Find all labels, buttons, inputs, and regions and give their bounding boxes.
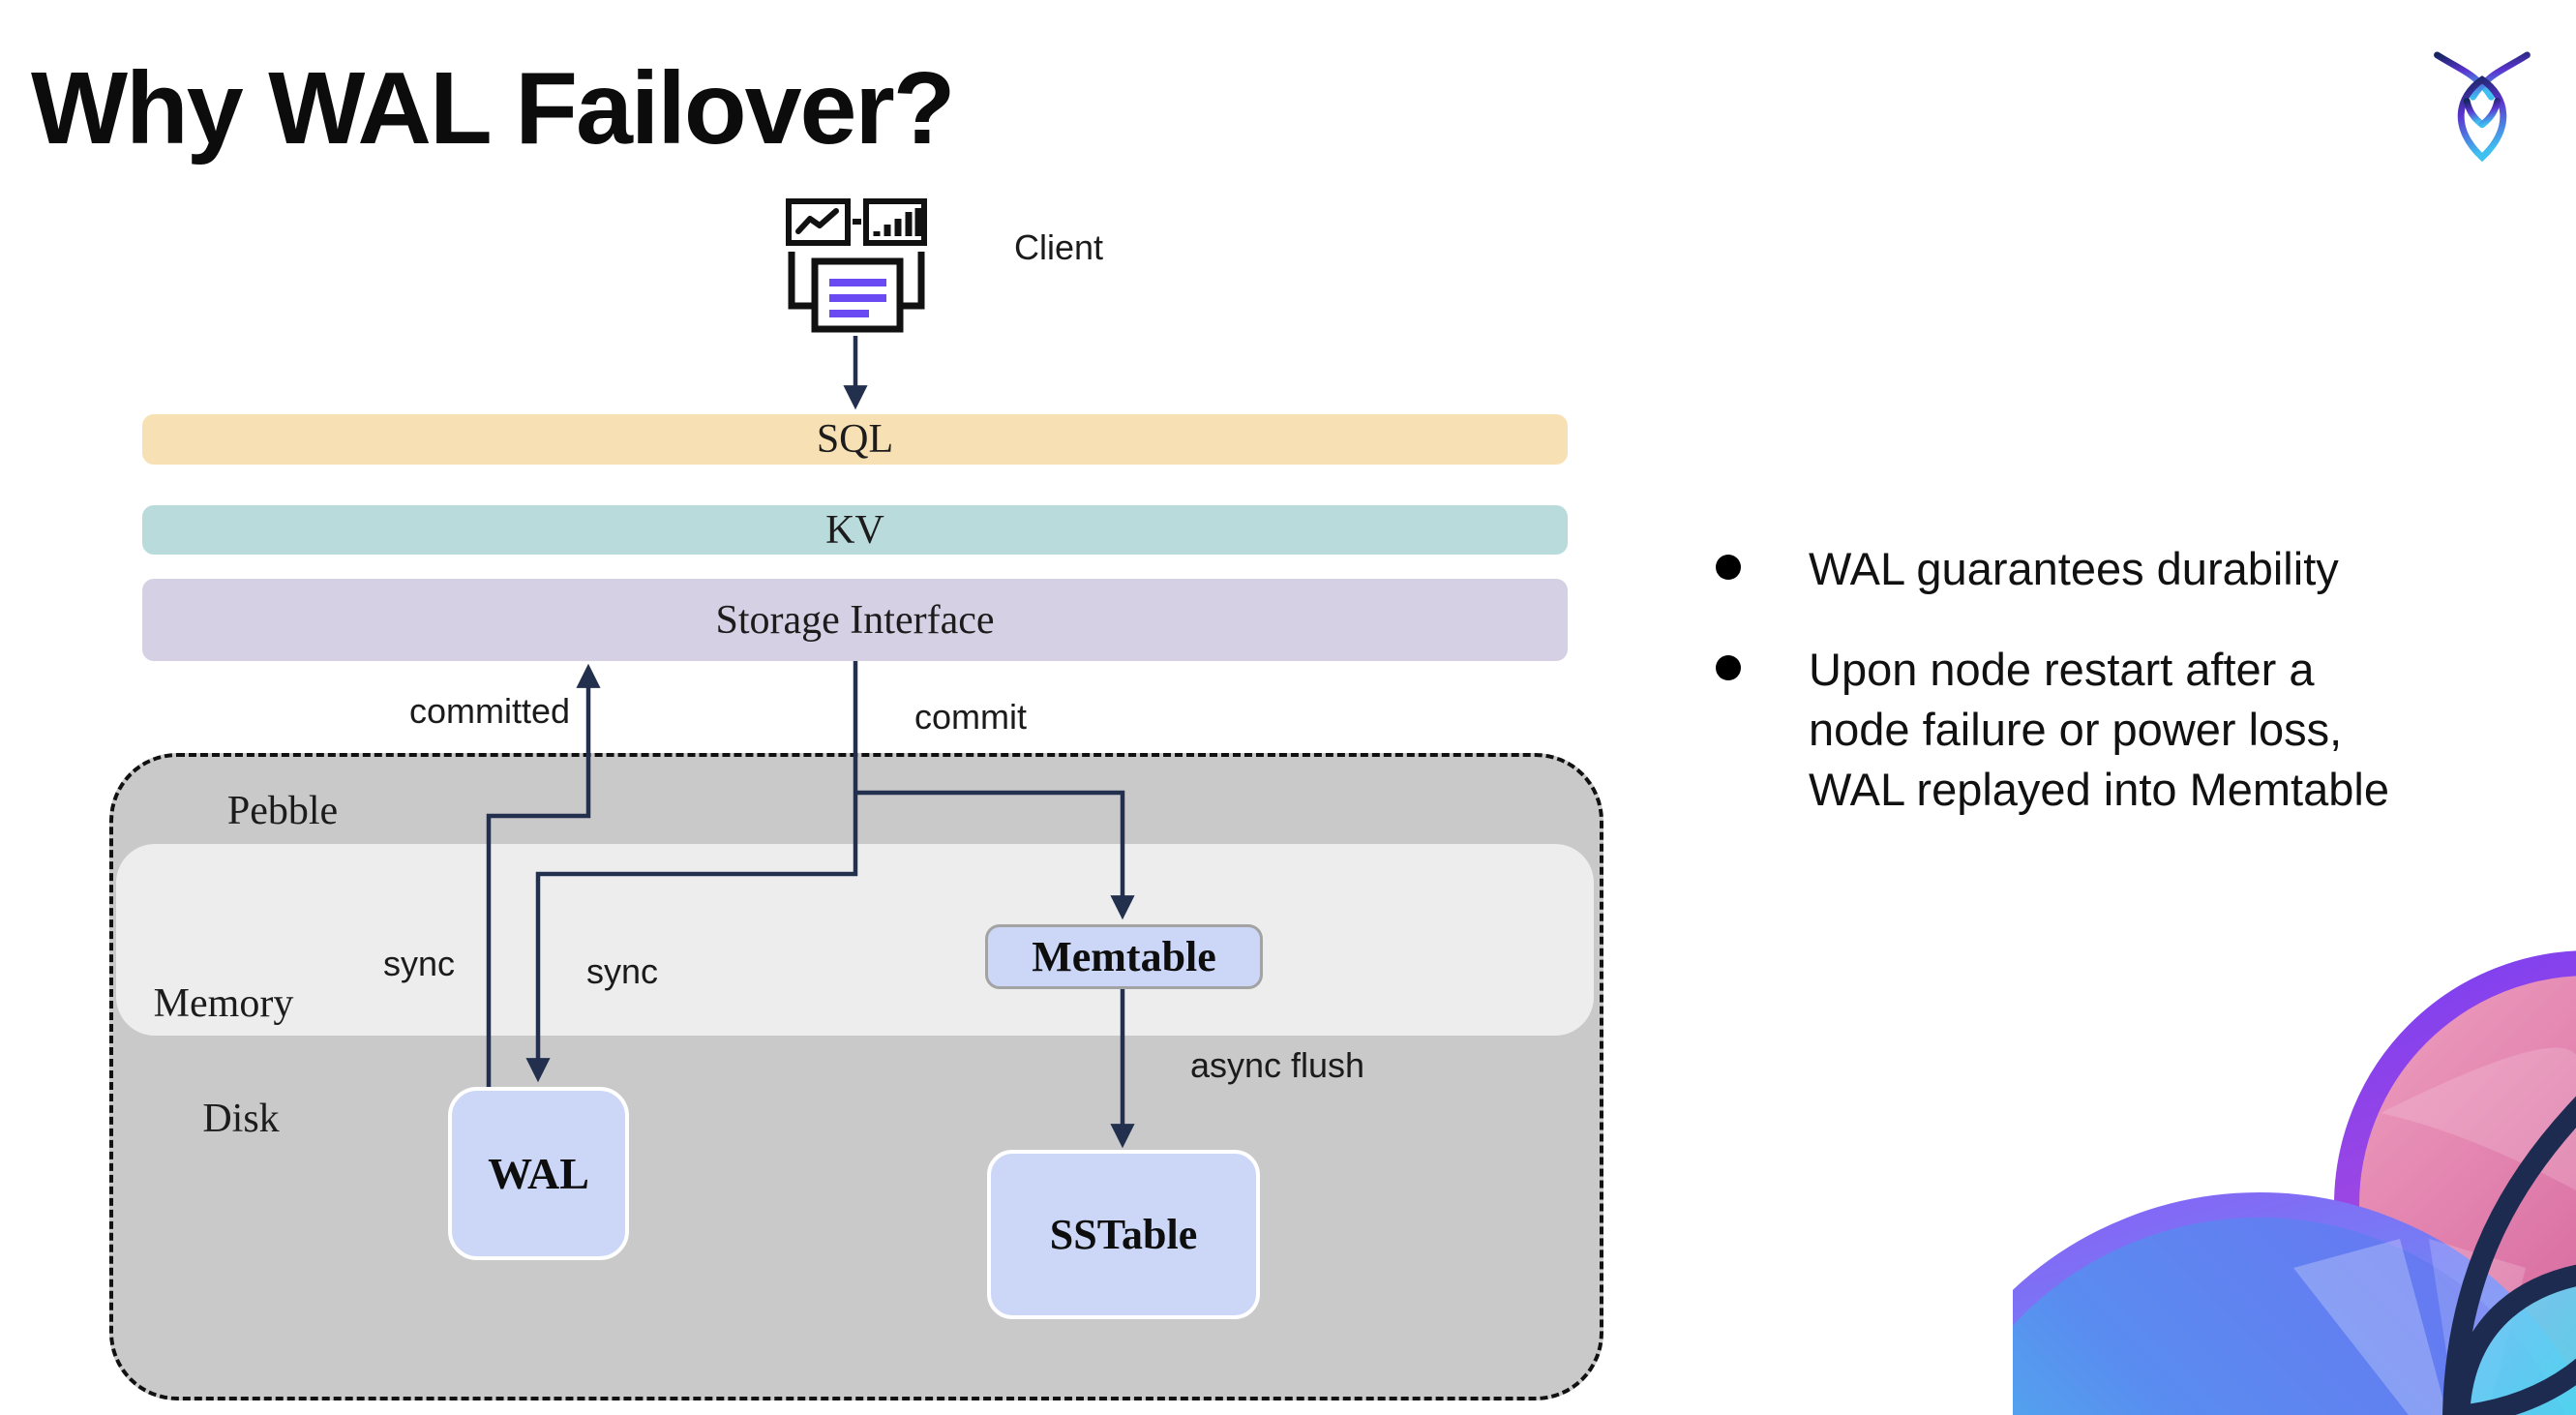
committed-edge-label: committed <box>408 691 571 731</box>
document-monitor-icon <box>811 257 904 333</box>
storage-interface-layer-label: Storage Interface <box>715 597 995 643</box>
right-bracket-icon <box>901 252 925 310</box>
wal-node: WAL <box>448 1087 629 1260</box>
bullet-dot-icon <box>1716 555 1741 580</box>
kv-layer-bar: KV <box>142 505 1568 555</box>
sync-up-edge-label: sync <box>382 944 456 983</box>
async-flush-edge-label: async flush <box>1189 1045 1365 1085</box>
client-label: Client <box>1013 227 1104 267</box>
kv-layer-label: KV <box>825 507 884 553</box>
bar-chart-monitor-icon <box>863 198 927 246</box>
corner-brand-art <box>2013 950 2576 1415</box>
memtable-node-label: Memtable <box>1032 933 1216 980</box>
sstable-node: SSTable <box>987 1150 1260 1319</box>
bullet-item: Upon node restart after a node failure o… <box>1684 640 2497 820</box>
wal-node-label: WAL <box>488 1149 589 1198</box>
bullet-item: WAL guarantees durability <box>1684 539 2497 599</box>
disk-label: Disk <box>202 1097 280 1141</box>
bullet-text: WAL guarantees durability <box>1809 543 2339 594</box>
memtable-node: Memtable <box>985 924 1263 989</box>
memory-label: Memory <box>153 981 294 1026</box>
sstable-node-label: SSTable <box>1049 1211 1198 1258</box>
page-title: Why WAL Failover? <box>31 51 955 166</box>
sync-down-edge-label: sync <box>585 951 659 991</box>
client-workstation-icon <box>786 198 927 333</box>
sql-layer-bar: SQL <box>142 414 1568 465</box>
sql-layer-label: SQL <box>816 417 894 462</box>
left-bracket-icon <box>788 252 812 310</box>
cockroachdb-logo-icon <box>2434 51 2531 163</box>
bullet-list: WAL guarantees durability Upon node rest… <box>1684 539 2497 820</box>
line-chart-monitor-icon <box>786 198 851 246</box>
storage-interface-layer-bar: Storage Interface <box>142 579 1568 661</box>
bullet-text: Upon node restart after a node failure o… <box>1809 644 2389 815</box>
pebble-label: Pebble <box>226 789 339 833</box>
bullet-dot-icon <box>1716 655 1741 680</box>
commit-edge-label: commit <box>914 697 1027 737</box>
memory-stripe <box>116 844 1594 1036</box>
